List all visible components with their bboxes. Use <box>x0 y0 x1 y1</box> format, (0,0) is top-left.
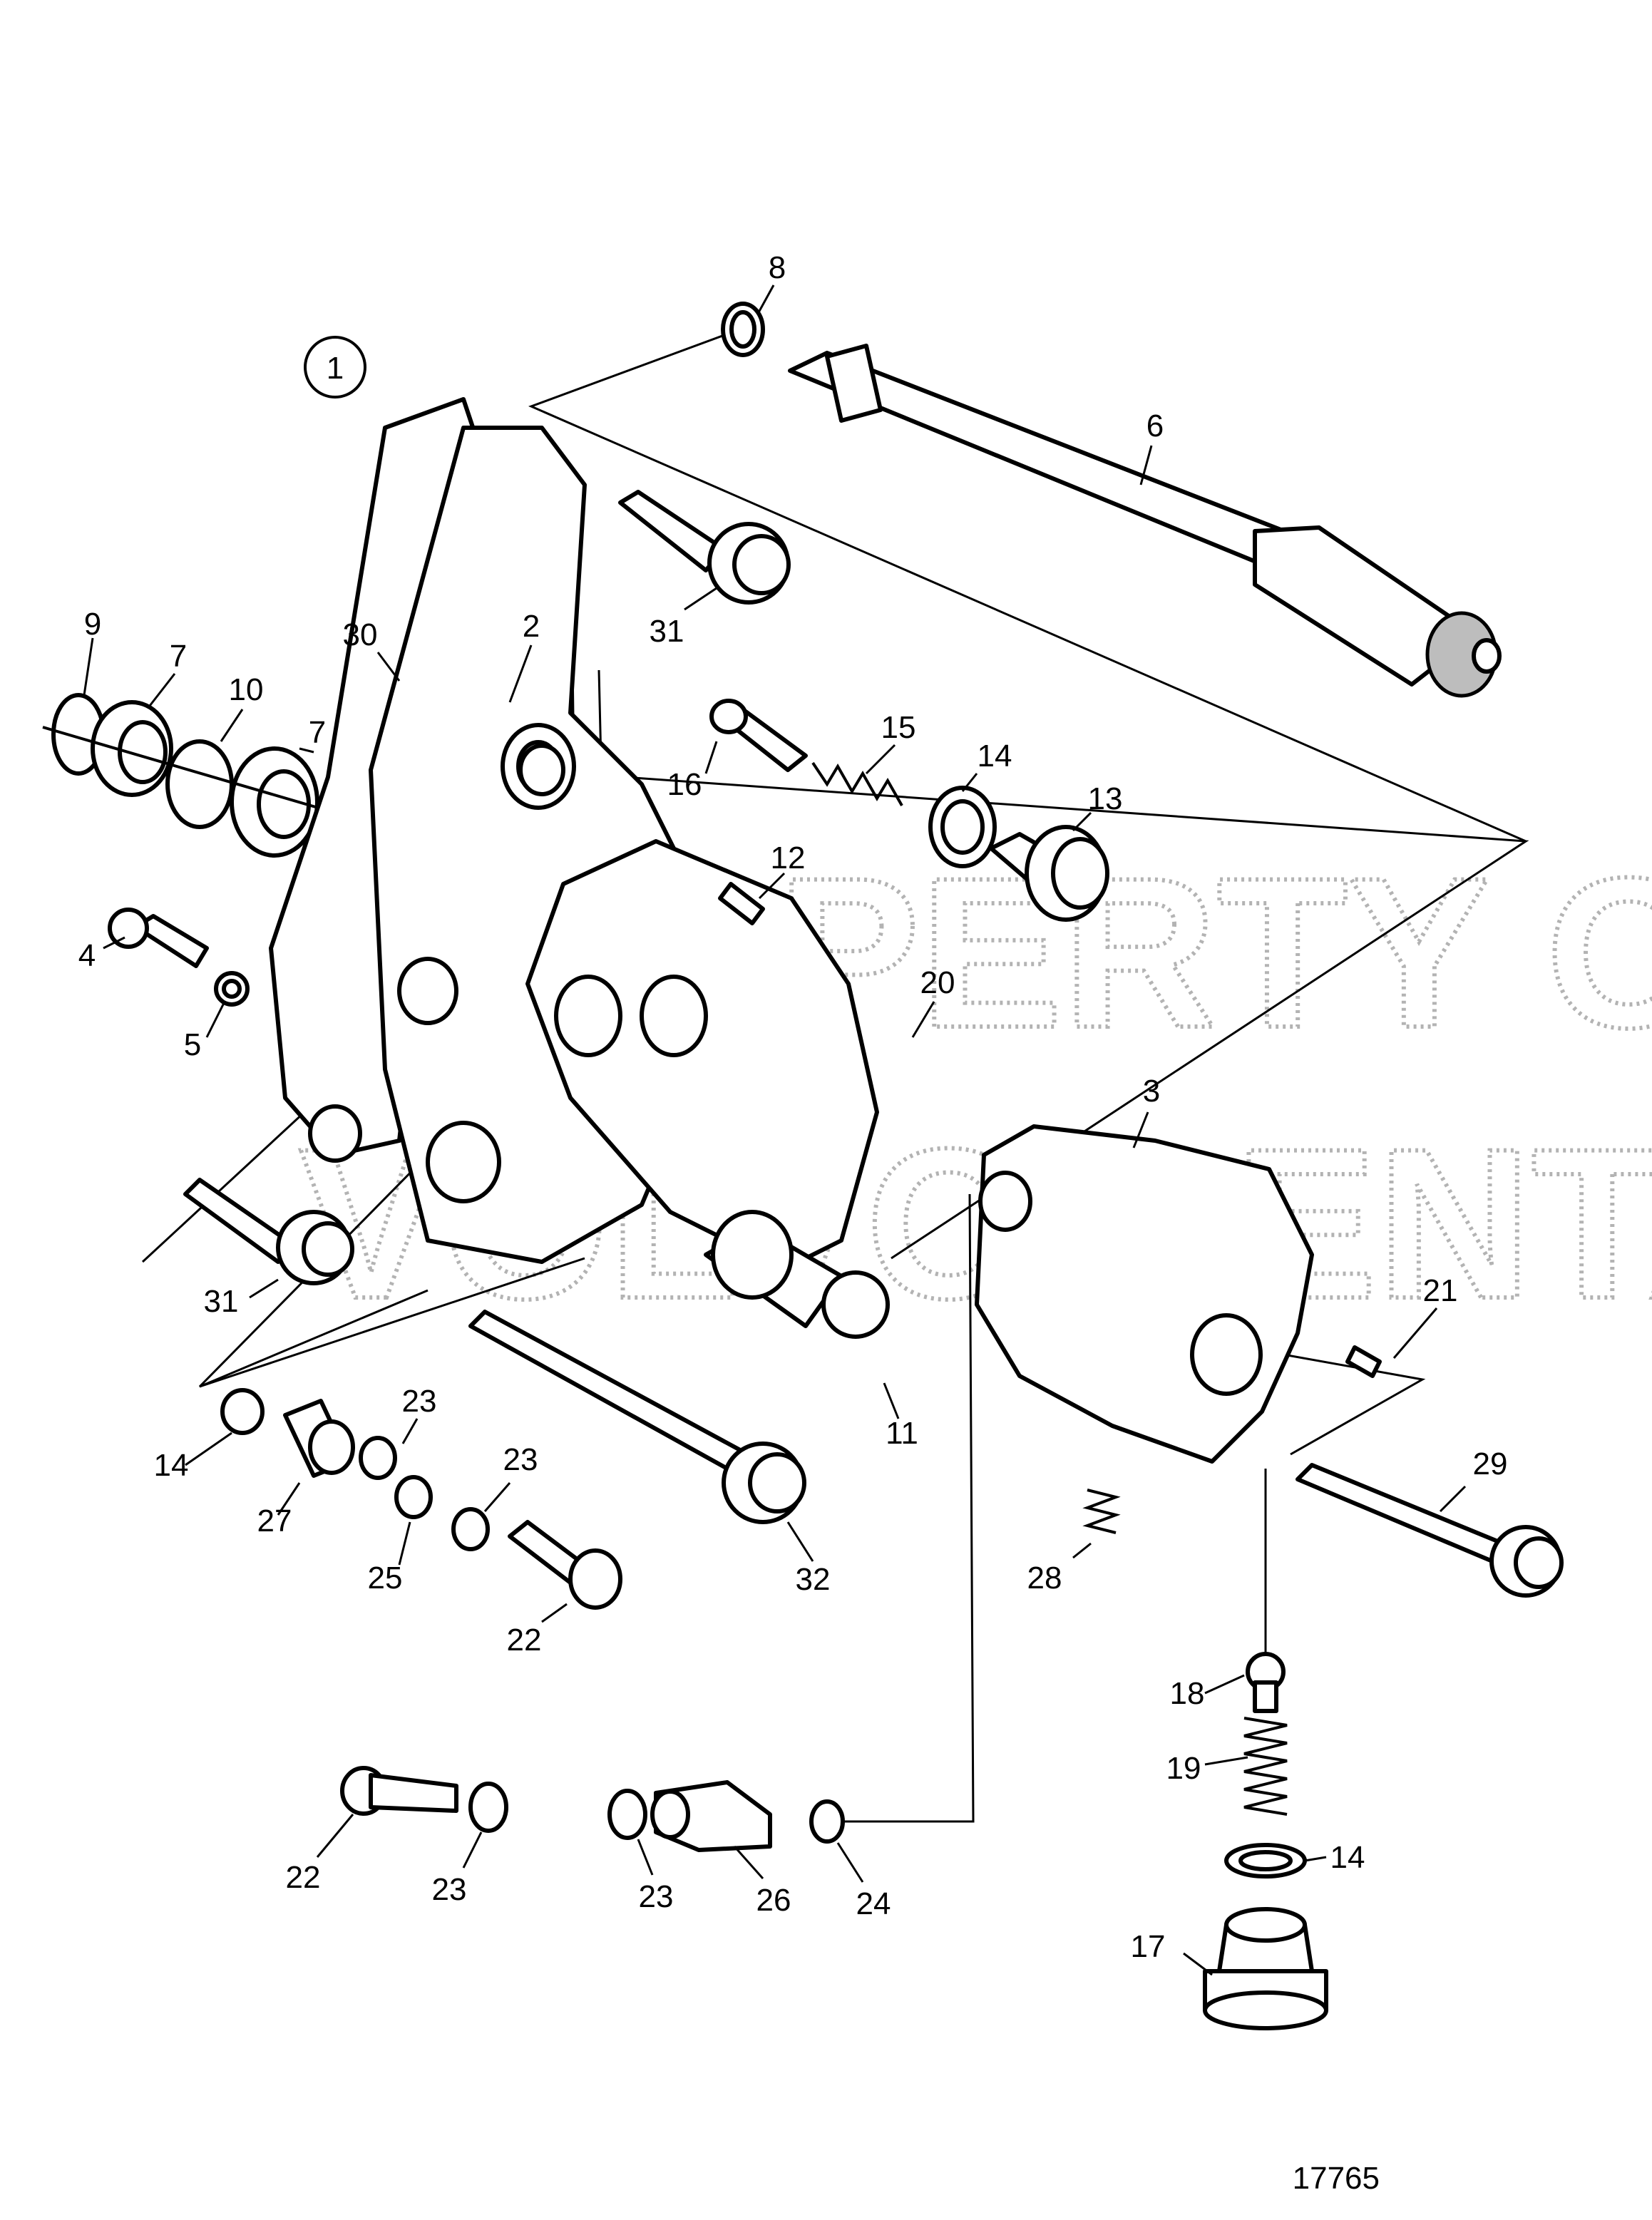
callout-4: 4 <box>78 938 96 973</box>
part-21-pin <box>1345 1345 1382 1378</box>
part-3-pump-body <box>975 1124 1314 1464</box>
part-23-washer-b <box>451 1507 490 1551</box>
svg-text:1: 1 <box>327 351 344 386</box>
callout-22: 22 <box>507 1623 542 1658</box>
part-31-bolt-upper <box>618 490 791 605</box>
part-18-valve <box>1246 1652 1286 1713</box>
callout-15: 15 <box>881 710 916 745</box>
part-13-plug <box>989 825 1109 922</box>
bearing-stack <box>42 693 336 858</box>
part-17-plug <box>1203 1907 1328 2030</box>
callout-leaders <box>83 284 1467 1976</box>
part-15-spring <box>811 761 903 806</box>
callout-8: 8 <box>769 250 786 285</box>
callout-14: 14 <box>1330 1840 1365 1875</box>
callout-24: 24 <box>856 1886 891 1921</box>
callout-29: 29 <box>1473 1446 1508 1481</box>
part-28-spring <box>1082 1489 1121 1534</box>
callout-19: 19 <box>1166 1751 1201 1786</box>
part-24-washer <box>809 1799 845 1844</box>
part-31-bolt-lower <box>183 1178 354 1285</box>
callout-23: 23 <box>402 1384 437 1419</box>
part-16-plunger <box>709 699 808 772</box>
callout-labels: 8 6 31 9 7 10 7 30 2 16 15 14 13 12 4 5 … <box>78 250 1508 1964</box>
part-22-banjo-bolt-lower <box>340 1766 458 1816</box>
callout-18: 18 <box>1170 1676 1205 1711</box>
part-19-spring <box>1243 1717 1288 1816</box>
figure-number: 17765 <box>1293 2161 1380 2196</box>
callout-10: 10 <box>229 672 264 707</box>
part-32-long-bolt <box>468 1310 806 1524</box>
part-8-o-ring <box>721 302 765 357</box>
callout-11: 11 <box>886 1416 918 1451</box>
callout-17: 17 <box>1131 1929 1166 1964</box>
part-14-washer-upper <box>928 786 997 868</box>
callout-23: 23 <box>432 1872 467 1907</box>
part-22-banjo-bolt-upper <box>508 1520 622 1610</box>
part-4-screw <box>108 908 209 968</box>
callout-25: 25 <box>368 1561 403 1595</box>
callout-14: 14 <box>978 739 1012 774</box>
part-14-washer-right <box>1224 1843 1307 1879</box>
callout-6: 6 <box>1146 408 1164 443</box>
part-5-washer <box>214 971 250 1007</box>
part-29-bolt <box>1296 1463 1564 1598</box>
callout-23: 23 <box>503 1442 538 1477</box>
callout-16: 16 <box>667 767 702 802</box>
part-20-gasket <box>525 839 879 1271</box>
callout-26: 26 <box>756 1883 791 1918</box>
part-26-adapter <box>650 1780 772 1852</box>
part-12-pin <box>718 882 765 925</box>
part-23-washer-a <box>359 1436 397 1480</box>
part-27-fitting <box>283 1399 355 1478</box>
callout-5: 5 <box>184 1027 201 1062</box>
callout-13: 13 <box>1088 781 1123 816</box>
callout-14: 14 <box>154 1448 189 1483</box>
callout-27: 27 <box>257 1504 292 1538</box>
part-11-gear <box>704 1210 890 1339</box>
callout-22: 22 <box>286 1860 321 1895</box>
callout-31: 31 <box>204 1284 239 1319</box>
callout-32: 32 <box>796 1562 831 1597</box>
callout-7: 7 <box>170 639 187 674</box>
part-6-drive-shaft <box>788 344 1502 698</box>
callout-31: 31 <box>650 614 684 649</box>
group-marker: 1 <box>304 336 366 399</box>
callout-20: 20 <box>920 965 955 1000</box>
callout-3: 3 <box>1143 1074 1160 1109</box>
callout-21: 21 <box>1423 1273 1458 1308</box>
callout-2: 2 <box>523 609 540 644</box>
part-23-washer-c <box>468 1782 508 1833</box>
part-14-washer-left <box>220 1388 265 1435</box>
callout-9: 9 <box>84 607 101 642</box>
callout-23: 23 <box>639 1879 674 1914</box>
callout-30: 30 <box>343 617 378 652</box>
callout-28: 28 <box>1027 1561 1062 1595</box>
part-25-washer <box>394 1475 433 1519</box>
part-23-washer-d <box>607 1789 647 1840</box>
callout-7: 7 <box>309 715 326 750</box>
callout-12: 12 <box>771 841 806 875</box>
